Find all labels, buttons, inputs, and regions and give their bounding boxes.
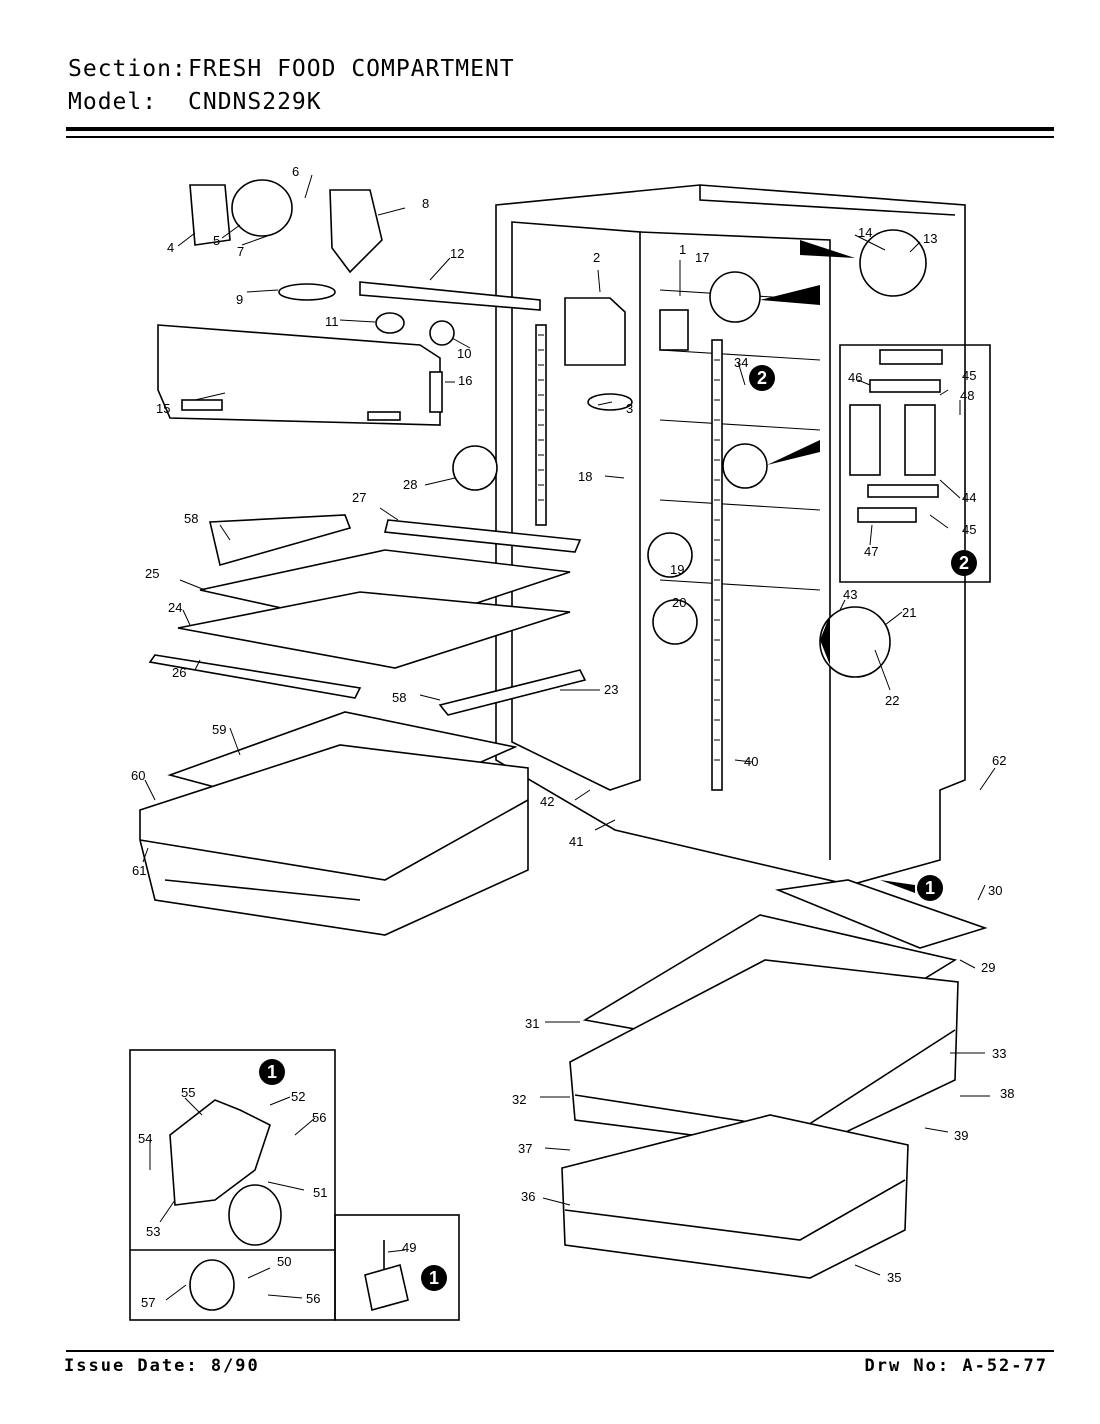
callout-43: 43 [843, 587, 857, 602]
callout-47: 47 [864, 544, 878, 559]
callout-13: 13 [923, 231, 937, 246]
callout-56a: 56 [312, 1110, 326, 1125]
badge-2-inset: 2 [951, 550, 977, 576]
crisper-drawers [561, 879, 988, 1279]
callout-16: 16 [458, 373, 472, 388]
callout-leaders [142, 174, 996, 1301]
callout-37: 37 [518, 1141, 532, 1156]
detail-2-parts [849, 349, 943, 523]
callout-42: 42 [540, 794, 554, 809]
header-rule-thin [66, 136, 1054, 138]
callout-28: 28 [403, 477, 417, 492]
magnified-details [452, 229, 927, 893]
callout-34: 34 [734, 355, 748, 370]
callout-40: 40 [744, 754, 758, 769]
badge-1-foot: 1 [421, 1265, 447, 1291]
callout-39: 39 [954, 1128, 968, 1143]
callout-24: 24 [168, 600, 182, 615]
badge-1-cabinet: 1 [917, 875, 943, 901]
footer-rule [66, 1350, 1054, 1352]
section-value: FRESH FOOD COMPARTMENT [188, 56, 515, 82]
callout-15: 15 [156, 401, 170, 416]
callout-18: 18 [578, 469, 592, 484]
callout-60: 60 [131, 768, 145, 783]
callout-45a: 45 [962, 368, 976, 383]
header-rule-thick [66, 127, 1054, 131]
callout-58b: 58 [392, 690, 406, 705]
callout-50: 50 [277, 1254, 291, 1269]
callout-19: 19 [670, 562, 684, 577]
model-value: CNDNS229K [188, 89, 322, 115]
callout-44: 44 [962, 490, 976, 505]
callout-58a: 58 [184, 511, 198, 526]
callout-23: 23 [604, 682, 618, 697]
callout-20: 20 [672, 595, 686, 610]
callout-9: 9 [236, 292, 243, 307]
svg-text:2: 2 [959, 553, 969, 573]
callout-31: 31 [525, 1016, 539, 1031]
callout-49: 49 [402, 1240, 416, 1255]
callout-52: 52 [291, 1089, 305, 1104]
callout-48: 48 [960, 388, 974, 403]
issue-date: Issue Date: 8/90 [64, 1356, 260, 1376]
callout-61: 61 [132, 863, 146, 878]
callout-1: 1 [679, 242, 686, 257]
callout-55: 55 [181, 1085, 195, 1100]
glass-shelves [148, 514, 587, 716]
callout-33: 33 [992, 1046, 1006, 1061]
callout-8: 8 [422, 196, 429, 211]
meat-keeper-drawer [139, 711, 529, 936]
callout-25: 25 [145, 566, 159, 581]
callout-41: 41 [569, 834, 583, 849]
callout-4: 4 [167, 240, 174, 255]
callout-36: 36 [521, 1189, 535, 1204]
badge-1-inset: 1 [259, 1059, 285, 1085]
light-and-control-parts [189, 179, 689, 411]
badge-2-cabinet: 2 [749, 365, 775, 391]
callout-22: 22 [885, 693, 899, 708]
callout-30: 30 [988, 883, 1002, 898]
callout-3: 3 [626, 401, 633, 416]
callout-7: 7 [237, 244, 244, 259]
svg-text:2: 2 [757, 368, 767, 388]
callout-59: 59 [212, 722, 226, 737]
section-label: Section: [68, 56, 187, 82]
shelf-ladder-rails [535, 324, 723, 791]
callout-56b: 56 [306, 1291, 320, 1306]
section-line: Section:FRESH FOOD COMPARTMENT [68, 56, 515, 82]
callout-21: 21 [902, 605, 916, 620]
callout-5: 5 [213, 233, 220, 248]
drawing-number: Drw No: A-52-77 [864, 1356, 1048, 1376]
callout-57: 57 [141, 1295, 155, 1310]
callout-14: 14 [858, 225, 872, 240]
light-shield-cover [157, 324, 443, 426]
svg-text:1: 1 [267, 1062, 277, 1082]
callout-12: 12 [450, 246, 464, 261]
callout-35: 35 [887, 1270, 901, 1285]
callout-29: 29 [981, 960, 995, 975]
callout-27: 27 [352, 490, 366, 505]
callout-53: 53 [146, 1224, 160, 1239]
callout-10: 10 [457, 346, 471, 361]
callout-17: 17 [695, 250, 709, 265]
callout-45b: 45 [962, 522, 976, 537]
detail-badges: 1 1 1 2 2 [259, 365, 977, 1291]
model-line: Model: CNDNS229K [68, 89, 322, 115]
callout-62: 62 [992, 753, 1006, 768]
callout-26: 26 [172, 665, 186, 680]
callout-6: 6 [292, 164, 299, 179]
callout-32: 32 [512, 1092, 526, 1107]
callout-numbers: 1 2 3 4 5 6 7 8 9 10 11 12 13 14 15 16 1… [131, 164, 1014, 1310]
callout-2: 2 [593, 250, 600, 265]
svg-text:1: 1 [429, 1268, 439, 1288]
callout-11: 11 [325, 314, 339, 329]
model-label: Model: [68, 89, 158, 115]
callout-54: 54 [138, 1131, 152, 1146]
svg-text:1: 1 [925, 878, 935, 898]
callout-38: 38 [1000, 1086, 1014, 1101]
callout-46: 46 [848, 370, 862, 385]
callout-51: 51 [313, 1185, 327, 1200]
detail-1-inset [129, 1049, 460, 1321]
